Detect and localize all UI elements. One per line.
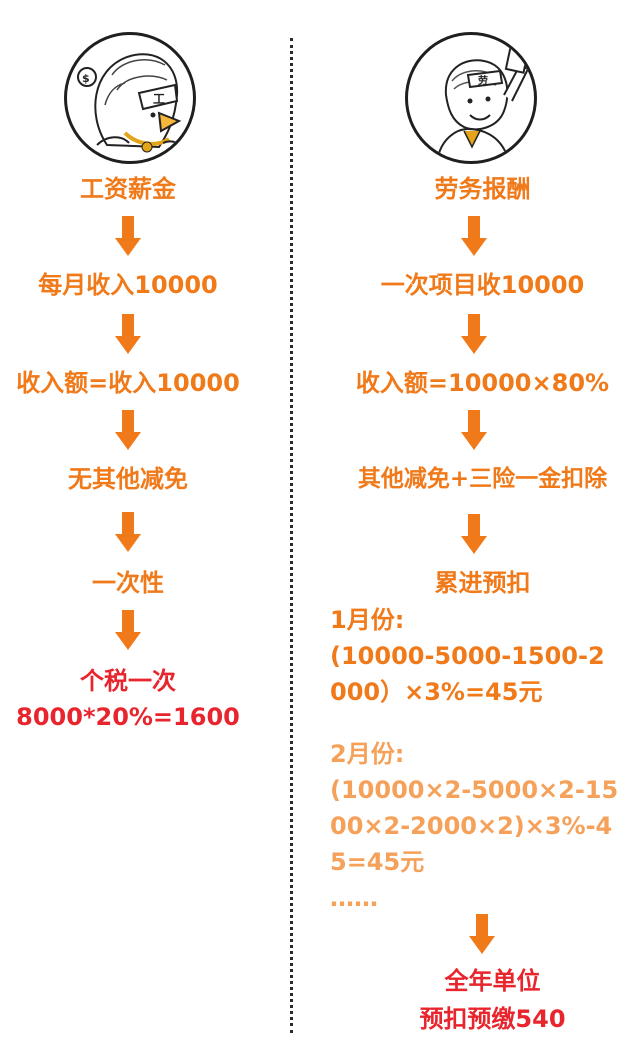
- service-fee-result-line-2: 预扣预缴540: [419, 1005, 566, 1033]
- down-arrow-icon: [115, 314, 141, 354]
- month-2-heading: 2月份:: [330, 740, 405, 768]
- service-fee-step-3: 其他减免+三险一金扣除: [357, 466, 608, 492]
- month-1-line-2: 000）×3%=45元: [330, 678, 543, 706]
- down-arrow-icon: [461, 216, 487, 256]
- down-arrow-icon: [115, 512, 141, 552]
- salary-result-line-1: 个税一次: [80, 667, 176, 695]
- salary-avatar-icon: 工 $: [64, 32, 196, 164]
- down-arrow-icon: [461, 514, 487, 554]
- month-1-heading: 1月份:: [330, 606, 405, 634]
- dotted-divider: [290, 38, 293, 1033]
- service-fee-step-4: 累进预扣: [434, 569, 531, 597]
- salary-title: 工资薪金: [80, 175, 176, 203]
- svg-text:劳: 劳: [478, 74, 488, 87]
- month-2-line-2: 00×2-2000×2)×3%-4: [330, 812, 613, 840]
- down-arrow-icon: [115, 216, 141, 256]
- salary-result-line-2: 8000*20%=1600: [16, 703, 240, 731]
- svg-text:$: $: [82, 72, 90, 85]
- service-fee-step-1: 一次项目收10000: [380, 271, 585, 299]
- ellipsis: ……: [330, 884, 378, 912]
- service-fee-title: 劳务报酬: [434, 175, 531, 203]
- svg-text:工: 工: [153, 92, 165, 106]
- down-arrow-icon: [461, 410, 487, 450]
- month-1-line-1: (10000-5000-1500-2: [330, 642, 605, 670]
- down-arrow-icon: [115, 610, 141, 650]
- service-fee-result-line-1: 全年单位: [444, 967, 541, 995]
- salary-step-2: 收入额=收入10000: [16, 369, 240, 397]
- salary-step-4: 一次性: [92, 569, 164, 597]
- down-arrow-icon: [469, 914, 495, 954]
- service-fee-column: 劳 劳务报酬 一次项目收10000 收入额=10000×80% 其他减免+三险一…: [325, 0, 640, 1063]
- month-2-calculation: 2月份: (10000×2-5000×2-15 00×2-2000×2)×3%-…: [330, 736, 618, 916]
- salary-step-3: 无其他减免: [68, 465, 188, 493]
- down-arrow-icon: [461, 314, 487, 354]
- down-arrow-icon: [115, 410, 141, 450]
- service-fee-step-2: 收入额=10000×80%: [355, 369, 610, 397]
- salary-step-1: 每月收入10000: [38, 271, 218, 299]
- month-2-line-1: (10000×2-5000×2-15: [330, 776, 619, 804]
- month-2-line-3: 5=45元: [330, 848, 425, 876]
- month-1-calculation: 1月份: (10000-5000-1500-2 000）×3%=45元: [330, 602, 605, 710]
- salary-column: 工 $ 工资薪金 每月收入10000 收入额=收入10000 无其他减免 一次性: [0, 0, 256, 1063]
- service-fee-avatar-icon: 劳: [405, 32, 537, 164]
